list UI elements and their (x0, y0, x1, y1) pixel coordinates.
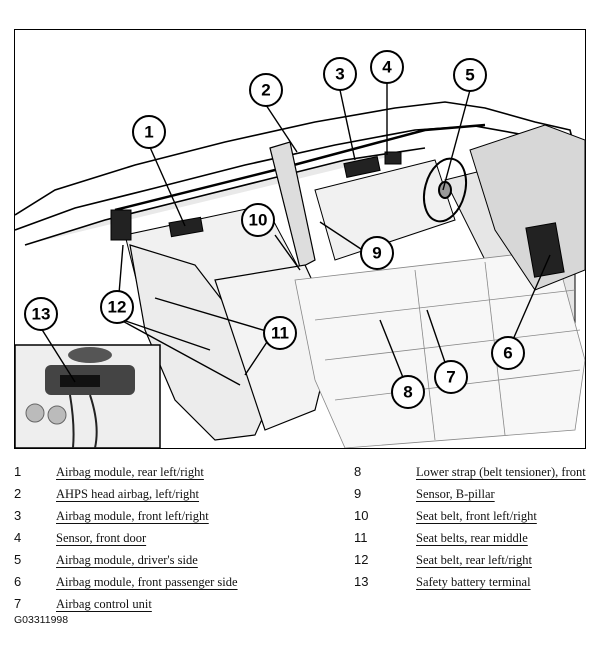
svg-text:4: 4 (382, 58, 392, 77)
callouts: 1 2 3 4 5 6 7 8 9 10 11 12 13 (24, 50, 525, 409)
svg-text:7: 7 (446, 368, 455, 387)
callout-11: 11 (263, 316, 297, 350)
svg-text:11: 11 (271, 324, 289, 343)
inset-battery-terminal (15, 344, 161, 448)
callout-2: 2 (249, 73, 283, 107)
dashboard (469, 124, 585, 291)
callout-6: 6 (491, 336, 525, 370)
vehicle-diagram: 1 2 3 4 5 6 7 8 9 10 11 12 13 (14, 29, 586, 449)
callout-13: 13 (24, 297, 58, 331)
svg-text:9: 9 (372, 244, 381, 263)
figure-code: G03311998 (14, 614, 69, 626)
svg-text:8: 8 (403, 383, 412, 402)
airbag-modules (110, 151, 402, 241)
svg-text:2: 2 (261, 81, 270, 100)
callout-4: 4 (370, 50, 404, 84)
callout-7: 7 (434, 360, 468, 394)
svg-text:12: 12 (108, 298, 127, 317)
svg-text:13: 13 (32, 305, 51, 324)
b-pillar (269, 141, 316, 269)
callout-10: 10 (241, 203, 275, 237)
callout-1: 1 (132, 115, 166, 149)
callout-8: 8 (391, 375, 425, 409)
vehicle-illustration: 1 2 3 4 5 6 7 8 9 10 11 12 13 (15, 50, 585, 448)
svg-text:10: 10 (249, 211, 268, 230)
callout-12: 12 (100, 290, 134, 324)
svg-text:5: 5 (465, 66, 474, 85)
callout-9: 9 (360, 236, 394, 270)
svg-text:3: 3 (335, 65, 344, 84)
callout-5: 5 (453, 58, 487, 92)
svg-text:6: 6 (503, 344, 512, 363)
svg-text:1: 1 (144, 123, 153, 142)
callout-3: 3 (323, 57, 357, 91)
